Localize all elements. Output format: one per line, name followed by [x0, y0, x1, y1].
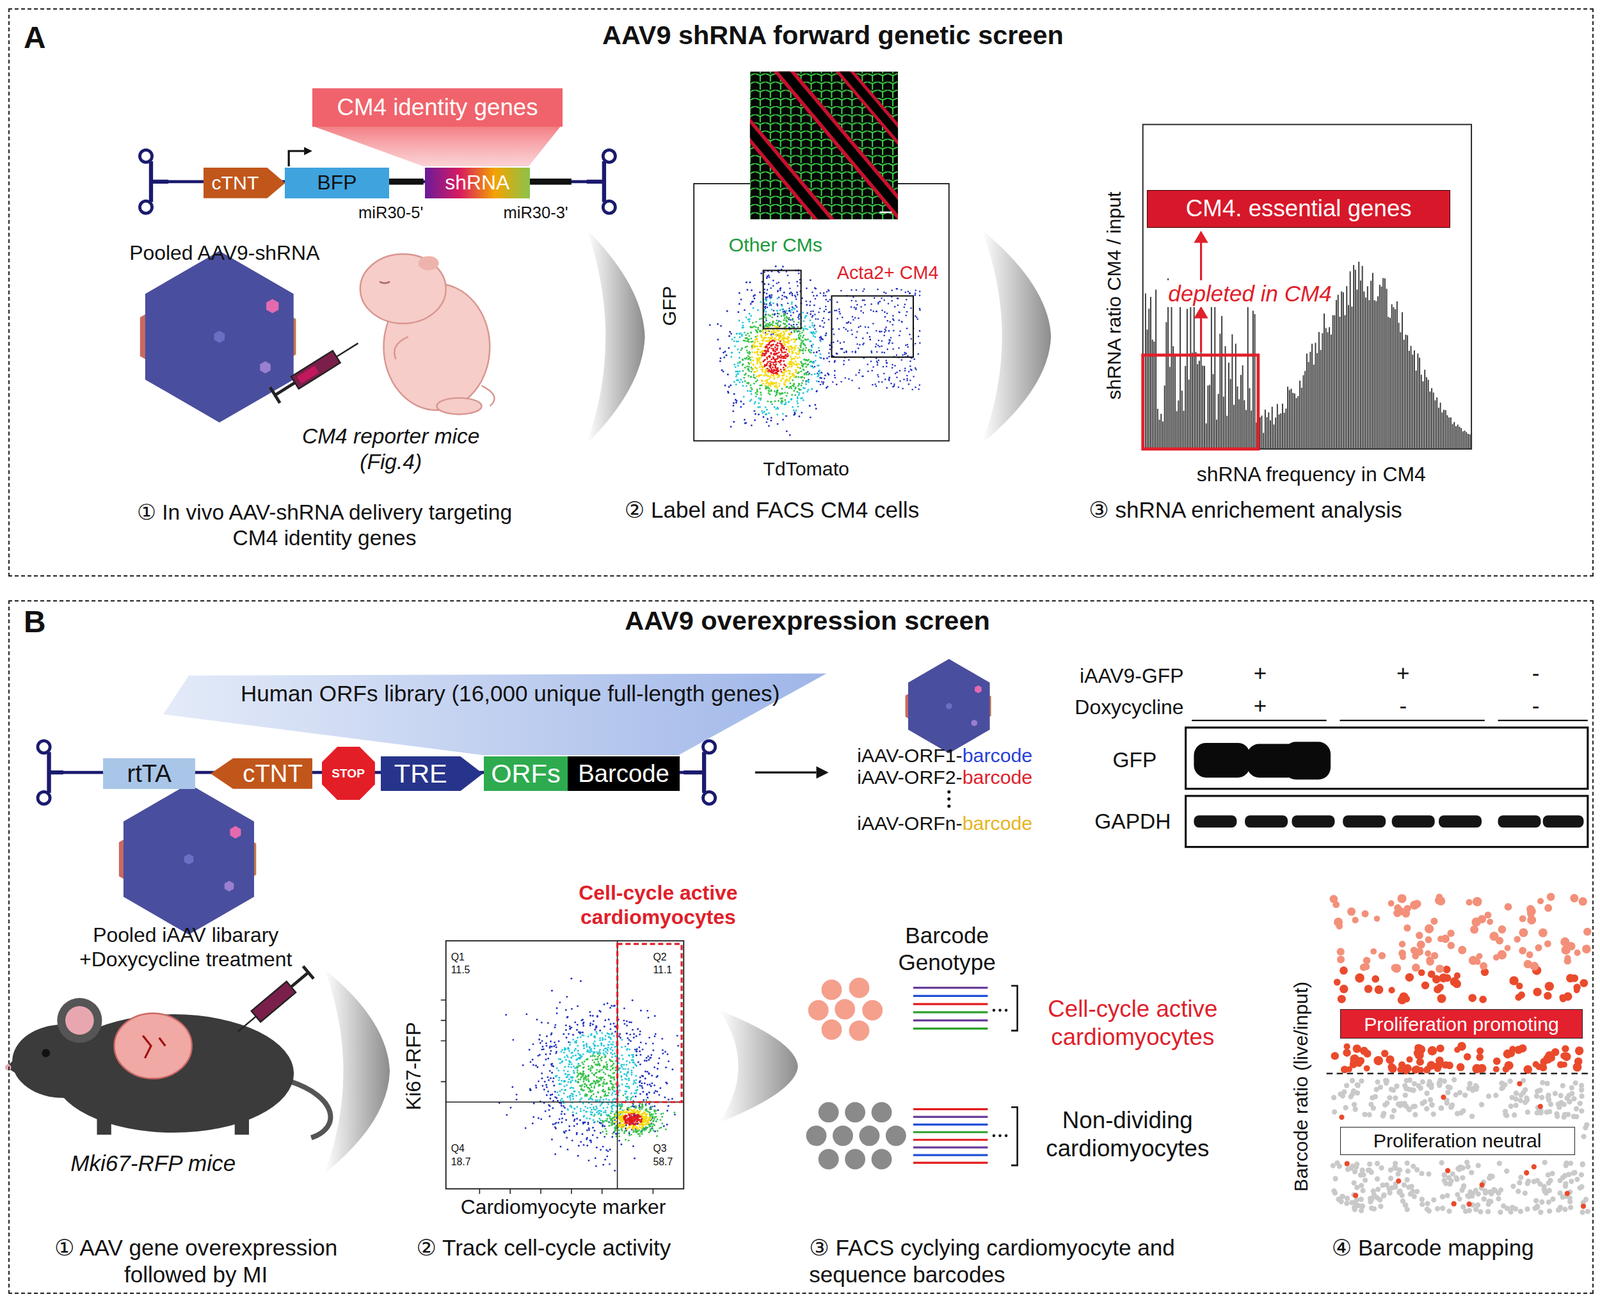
page: AAAV9 shRNA forward genetic screenCM4 id… — [0, 0, 1600, 1299]
